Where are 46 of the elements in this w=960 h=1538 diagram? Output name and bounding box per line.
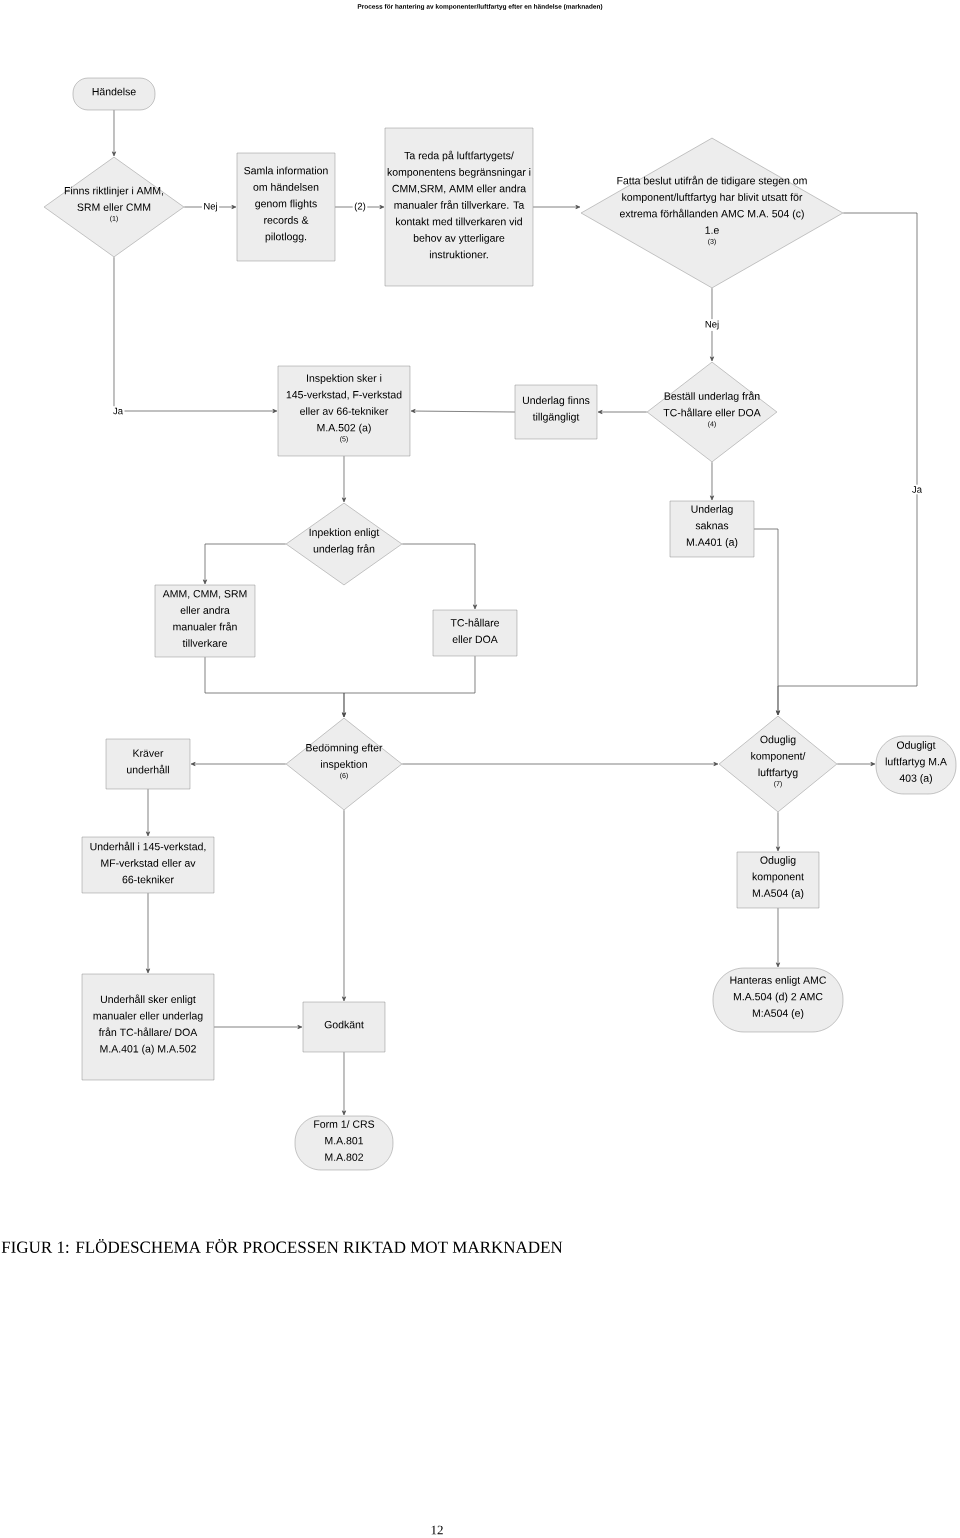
process-box: Underhåll sker enligt manualer eller underlag från TC-hållare/ DOA M.A.401 (a) M.A.502: [81, 973, 215, 1081]
edge-label: Ja: [910, 484, 924, 495]
arrow: [145, 788, 151, 837]
terminal-box: Odugligt luftfartyg M.A 403 (a): [875, 735, 957, 795]
arrow: [532, 204, 581, 210]
terminal-box: Form 1/ CRS M.A.801 M.A.802: [294, 1115, 394, 1171]
arrow: [401, 543, 478, 610]
terminal-box: Händelse: [72, 77, 156, 111]
edge-label: Nej: [201, 201, 220, 213]
arrow: [836, 761, 876, 767]
process-box: AMM, CMM, SRM eller andra manualer från tillverkare: [154, 584, 256, 658]
arrow: [753, 528, 781, 716]
arrow: [410, 409, 516, 414]
process-box: Underlag finns tillgängligt: [514, 384, 598, 440]
arrow: [334, 204, 385, 210]
process-box: Godkänt: [302, 1001, 386, 1053]
arrow: [709, 287, 715, 362]
arrow: [401, 761, 719, 767]
arrow: [145, 892, 151, 974]
arrow: [341, 1051, 347, 1116]
arrow: [213, 1024, 303, 1030]
arrow: [709, 461, 715, 501]
process-box: Kräver underhåll: [105, 738, 191, 790]
process-box: Oduglig komponent M.A504 (a): [736, 851, 820, 909]
arrow: [113, 256, 278, 414]
page-number: 12: [431, 1525, 443, 1535]
arrow: [183, 204, 237, 210]
process-box: Underlag saknas M.A401 (a): [669, 500, 755, 558]
arrow: [190, 761, 287, 767]
edge-label: Nej: [703, 319, 721, 331]
arrow: [202, 543, 287, 585]
arrow: [111, 109, 117, 157]
process-box: TC-hållare eller DOA: [432, 609, 518, 657]
process-box: Samla information om händelsen genom flights records & pilotlogg.: [236, 152, 336, 262]
caption: FIGUR 1: FLÖDESCHEMA FÖR PROCESSEN RIKTAD MOT MARKNADEN: [1, 1239, 563, 1253]
edge-label: (2): [352, 201, 368, 213]
arrow: [775, 811, 781, 852]
arrow: [341, 655, 476, 718]
process-box: Ta reda på luftfartygets/ komponentens begränsningar i CMM,SRM, AMM eller andra manualer från tillverkare. Ta kontakt med tillverkaren vid behov av ytterligare instruktioner.: [384, 127, 534, 287]
arrow: [775, 907, 781, 968]
process-box: Underhåll i 145-verkstad, MF-verkstad eller av 66-tekniker: [81, 836, 215, 894]
edge-label: Ja: [111, 406, 125, 416]
arrow: [597, 409, 648, 415]
terminal-box: Hanteras enligt AMC M.A.504 (d) 2 AMC M:A504 (e): [712, 967, 844, 1033]
arrow: [341, 455, 347, 503]
arrow: [341, 809, 347, 1002]
